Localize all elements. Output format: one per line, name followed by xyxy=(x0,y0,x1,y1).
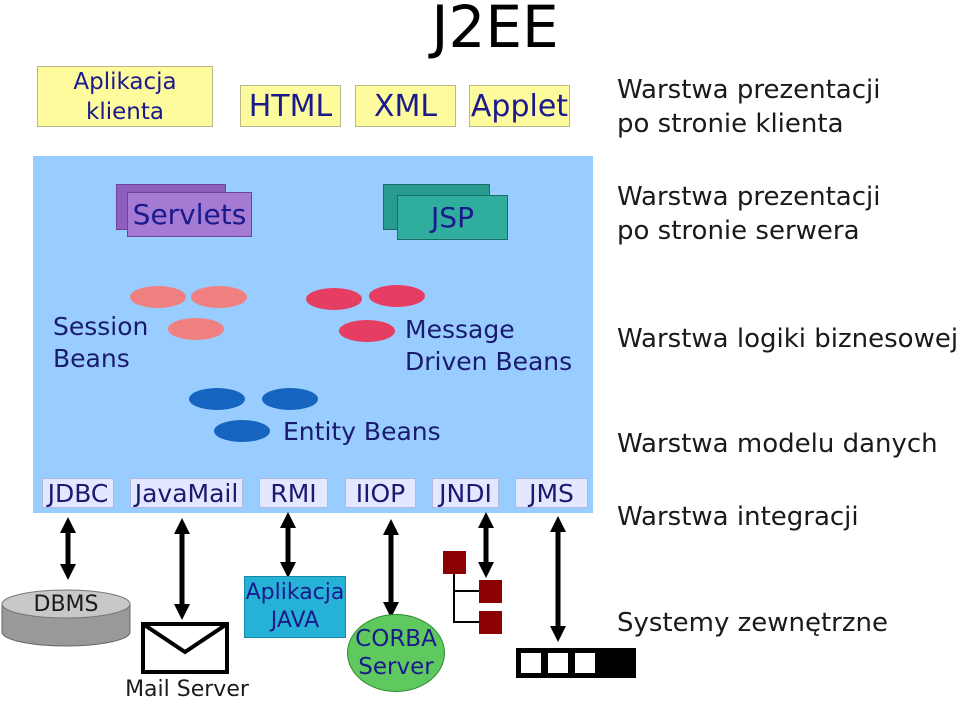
message-bean xyxy=(339,320,395,342)
protocol-jms: JMS xyxy=(515,478,588,508)
message-bean xyxy=(306,288,362,310)
dbms-icon xyxy=(1,589,131,647)
protocol-javamail: JavaMail xyxy=(130,478,243,508)
corba-line1: CORBA xyxy=(355,626,437,652)
jsp-label: JSP xyxy=(431,201,474,234)
session-beans-label: Session Beans xyxy=(53,311,148,375)
client-application-label: Aplikacja klienta xyxy=(73,68,177,125)
jsp-card: JSP xyxy=(397,195,508,240)
client-application-box: Aplikacja klienta xyxy=(37,66,213,127)
tier-external-systems: Systemy zewnętrzne xyxy=(617,608,888,638)
protocol-iiop: IIOP xyxy=(345,478,416,508)
tier-integration: Warstwa integracji xyxy=(617,502,859,532)
java-app-line1: Aplikacja xyxy=(245,580,345,605)
protocol-jms-label: JMS xyxy=(529,478,574,508)
mail-server-label: Mail Server xyxy=(125,677,249,702)
corba-line2: Server xyxy=(358,654,434,680)
html-box: HTML xyxy=(240,85,341,127)
protocol-rmi-label: RMI xyxy=(270,478,317,508)
tier-business-logic: Warstwa logiki biznesowej xyxy=(617,324,959,354)
mail-envelope-icon xyxy=(141,622,229,674)
tier-data-model: Warstwa modelu danych xyxy=(617,429,938,459)
session-bean xyxy=(130,286,186,308)
message-beans-line1: Message xyxy=(405,315,515,344)
dbms-label: DBMS xyxy=(33,592,99,617)
jms-queue-icon xyxy=(516,648,636,678)
session-beans-line2: Beans xyxy=(53,344,130,373)
protocol-iiop-label: IIOP xyxy=(355,478,406,508)
protocol-jdbc-label: JDBC xyxy=(47,478,109,508)
corba-server-ellipse: CORBA Server xyxy=(347,614,445,692)
tier-server-presentation-line1: Warstwa prezentacji xyxy=(617,182,881,212)
protocol-jndi-label: JNDI xyxy=(439,478,492,508)
protocol-jdbc: JDBC xyxy=(42,478,114,508)
xml-label: XML xyxy=(373,88,438,124)
applet-label: Applet xyxy=(470,88,569,124)
tier-server-presentation-line2: po stronie serwera xyxy=(617,216,860,246)
xml-box: XML xyxy=(355,85,456,127)
java-application-box: Aplikacja JAVA xyxy=(244,576,346,638)
tier-server-presentation: Warstwa prezentacji po stronie serwera xyxy=(617,180,880,248)
servlets-card: Servlets xyxy=(127,192,252,237)
java-app-line2: JAVA xyxy=(270,608,320,633)
protocol-rmi: RMI xyxy=(259,478,328,508)
session-bean xyxy=(168,318,224,340)
tier-client-presentation: Warstwa prezentacji po stronie klienta xyxy=(617,73,880,141)
diagram-title: J2EE xyxy=(431,0,559,61)
session-bean xyxy=(191,286,247,308)
protocol-jndi: JNDI xyxy=(432,478,499,508)
protocol-javamail-label: JavaMail xyxy=(134,478,239,508)
html-label: HTML xyxy=(248,88,333,124)
entity-bean xyxy=(189,388,245,410)
servlets-label: Servlets xyxy=(132,198,247,231)
jndi-directory-tree-icon xyxy=(443,551,502,634)
session-beans-line1: Session xyxy=(53,312,149,341)
message-beans-line2: Driven Beans xyxy=(405,347,573,376)
entity-bean xyxy=(214,420,270,442)
entity-beans-label: Entity Beans xyxy=(283,417,441,446)
applet-box: Applet xyxy=(469,85,570,127)
tier-client-presentation-line2: po stronie klienta xyxy=(617,109,844,139)
message-bean xyxy=(369,285,425,307)
tier-client-presentation-line1: Warstwa prezentacji xyxy=(617,75,881,105)
message-beans-label: Message Driven Beans xyxy=(405,314,572,378)
entity-bean xyxy=(262,388,318,410)
